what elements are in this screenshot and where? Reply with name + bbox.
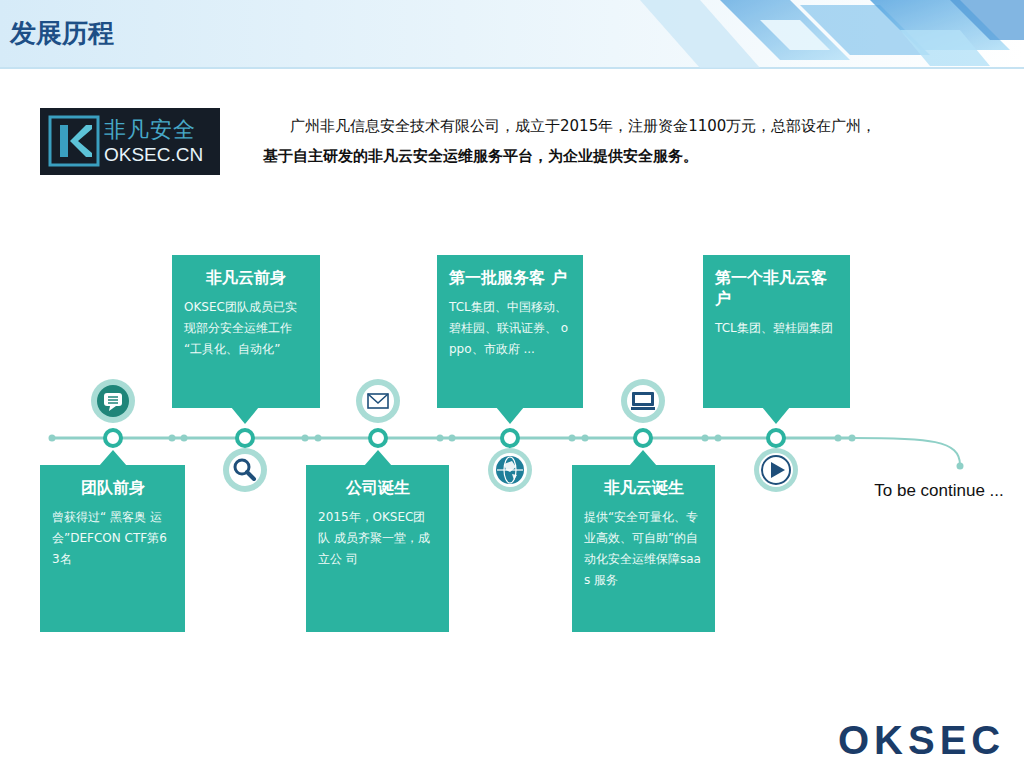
timeline-dot: [715, 435, 722, 442]
timeline-tail: [852, 438, 960, 465]
timeline-dot: [449, 435, 456, 442]
timeline-marker: [105, 430, 121, 446]
card-body: 曾获得过“ 黑客奥 运会”DEFCON CTF第63名: [52, 507, 173, 570]
timeline-card: 第一个非凡云客 户 TCL集团、碧桂园集团: [703, 255, 850, 408]
card-pointer: [496, 407, 524, 424]
logo-mark: [48, 115, 100, 167]
timeline-dot: [302, 435, 309, 442]
timeline-dot: [957, 463, 964, 470]
card-heading: 非凡云诞生: [584, 478, 703, 499]
search-icon: [223, 448, 267, 492]
chat-icon: [91, 379, 135, 423]
timeline-dot: [849, 435, 856, 442]
globe-icon: [488, 448, 532, 492]
timeline-marker: [502, 430, 518, 446]
card-pointer: [364, 450, 392, 466]
header-band: [0, 0, 1024, 68]
monitor-icon: [621, 379, 665, 423]
timeline-dot: [569, 435, 576, 442]
intro-text: 基于自主研发的非凡云安全运维服务平台，为企业提供安全服务。: [263, 146, 698, 167]
intro-text: 广州非凡信息安全技术有限公司，成立于2015年，注册资金1100万元，总部设在广…: [290, 116, 876, 137]
timeline-card: 非凡云诞生提供“安全可量化、专 业高效、可自助”的自 动化安全运维保障saas …: [572, 465, 715, 632]
card-pointer: [231, 407, 259, 424]
footer-logo: OKSEC: [838, 712, 1018, 768]
card-body: 2015年，OKSEC团队 成员齐聚一堂，成立公 司: [318, 507, 437, 570]
card-body: TCL集团、碧桂园集团: [715, 318, 838, 339]
card-heading: 第一个非凡云客 户: [715, 268, 838, 310]
timeline-dot: [702, 435, 709, 442]
header-rule: [0, 67, 1024, 69]
brand-name: 非凡安全: [104, 116, 203, 144]
timeline-dot: [49, 435, 56, 442]
timeline-dot: [582, 435, 589, 442]
play-icon: [754, 448, 798, 492]
timeline-dot: [437, 435, 444, 442]
timeline-marker: [370, 430, 386, 446]
timeline-card: 非凡云前身 OKSEC团队成员已实 现部分安全运维工作 “工具化、自动化”: [172, 255, 320, 408]
timeline-marker: [237, 430, 253, 446]
page-title: 发展历程: [10, 16, 114, 51]
card-body: OKSEC团队成员已实 现部分安全运维工作 “工具化、自动化”: [184, 297, 308, 360]
mail-icon: [356, 379, 400, 423]
brand-domain: OKSEC.CN: [104, 143, 203, 167]
timeline-dot: [181, 435, 188, 442]
timeline-dot: [315, 435, 322, 442]
card-body: 提供“安全可量化、专 业高效、可自助”的自 动化安全运维保障saas 服务: [584, 507, 703, 591]
continue-note: To be continue ...: [866, 479, 1012, 503]
timeline-card: 公司诞生 2015年，OKSEC团队 成员齐聚一堂，成立公 司: [306, 465, 449, 632]
card-heading: 第一批服务客 户: [449, 268, 571, 289]
logo-box: 非凡安全OKSEC.CN: [40, 108, 220, 175]
card-heading: 非凡云前身: [184, 268, 308, 289]
card-heading: 公司诞生: [318, 478, 437, 499]
card-body: TCL集团、中国移动、 碧桂园、联讯证券、 oppo、市政府 ...: [449, 297, 571, 360]
timeline-card: 团队前身曾获得过“ 黑客奥 运会”DEFCON CTF第63名: [40, 465, 185, 632]
header-decoration: [640, 0, 1024, 68]
timeline-marker: [768, 430, 784, 446]
timeline-dot: [169, 435, 176, 442]
card-pointer: [629, 450, 657, 466]
card-pointer: [99, 450, 127, 466]
card-pointer: [762, 407, 790, 424]
timeline-marker: [635, 430, 651, 446]
timeline-dot: [835, 435, 842, 442]
timeline-card: 第一批服务客 户 TCL集团、中国移动、 碧桂园、联讯证券、 oppo、市政府 .…: [437, 255, 583, 408]
card-heading: 团队前身: [52, 478, 173, 499]
